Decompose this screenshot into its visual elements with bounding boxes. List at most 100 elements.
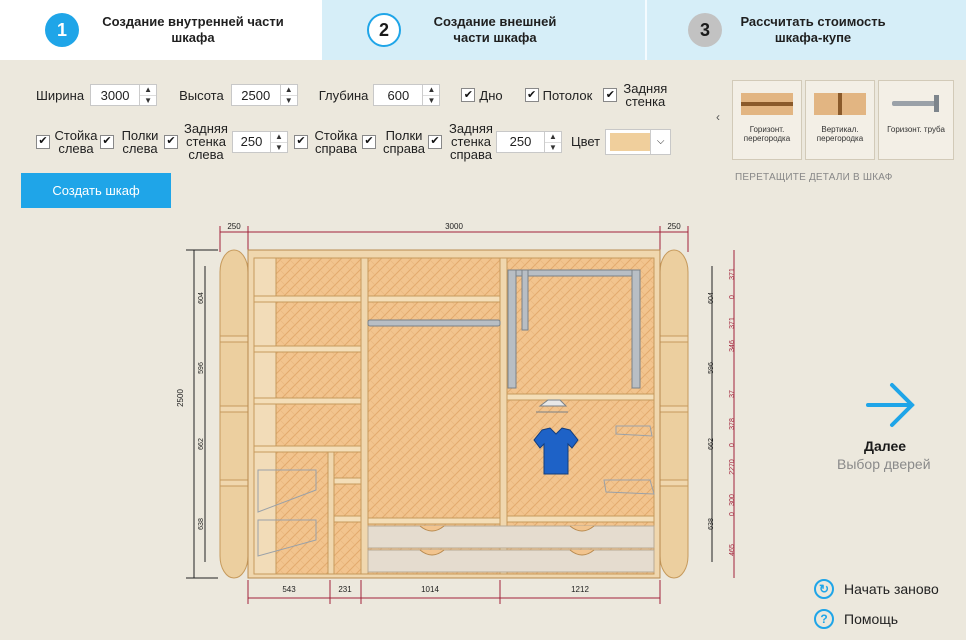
bottom-label: Дно	[479, 87, 503, 103]
step-1-tab[interactable]: 1 Создание внутренней части шкафа	[0, 0, 322, 60]
height-input[interactable]: 2500 ▲▼	[230, 84, 298, 106]
wizard-steps: 1 Создание внутренней части шкафа 2 Созд…	[0, 0, 966, 60]
right-outer-dimension-label: 300	[729, 494, 736, 506]
restart-icon: ↻	[814, 579, 834, 599]
ceiling-label: Потолок	[542, 87, 593, 103]
right-back-wall-input[interactable]: 250 ▲▼	[496, 130, 562, 153]
palette-hint: ПЕРЕТАЩИТЕ ДЕТАЛИ В ШКАФ	[735, 172, 893, 183]
parts-palette: ‹ Горизонт. перегородка Вертикал. перего…	[712, 80, 966, 170]
right-outer-dimension-label: 465	[729, 544, 736, 556]
left-post-label: Стойка слева	[54, 127, 98, 156]
bottom-checkbox[interactable]: ✔	[461, 88, 476, 102]
palette-item-horizontal-rod[interactable]: Горизонт. труба	[878, 80, 954, 160]
step-2-number: 2	[367, 13, 401, 47]
palette-item-vertical-partition[interactable]: Вертикал. перегородка	[805, 80, 875, 160]
left-dimension-label: 604	[198, 292, 205, 304]
right-post-label: Стойка справа	[314, 127, 358, 156]
palette-item-horizontal-partition[interactable]: Горизонт. перегородка	[732, 80, 802, 160]
chevron-left-icon[interactable]: ‹	[716, 110, 720, 124]
horizontal-rod-icon	[892, 95, 939, 112]
shirt-icon	[533, 427, 579, 475]
right-outer-dimension-label: 346	[729, 340, 736, 352]
step-3-tab[interactable]: 3 Рассчитать стоимость шкафа-купе	[647, 0, 966, 60]
left-back-wall-label: Задняя стенка слева	[184, 121, 228, 162]
right-outer-dimension-label: 371	[729, 268, 736, 280]
next-step[interactable]: Далее Выбор дверей	[830, 380, 966, 480]
left-back-wall-input[interactable]: 250 ▲▼	[232, 130, 288, 153]
width-input[interactable]: 3000 ▲▼	[90, 84, 158, 106]
left-back-wall-checkbox[interactable]: ✔	[164, 134, 178, 149]
dimensions-row: Ширина 3000 ▲▼ Высота 2500 ▲▼ Глубина 60…	[36, 82, 669, 108]
right-inner-dimension-label: 662	[708, 438, 715, 450]
next-title: Далее	[864, 438, 907, 454]
step-2-label: Создание внешней части шкафа	[433, 14, 557, 45]
step-1-label: Создание внутренней части шкафа	[102, 14, 284, 45]
step-3-number: 3	[688, 13, 722, 47]
create-cabinet-button[interactable]: Создать шкаф	[21, 173, 171, 208]
bottom-dimension-label: 1014	[421, 585, 439, 594]
total-height-label: 2500	[176, 389, 185, 407]
right-outer-dimension-label: 0	[729, 295, 736, 299]
top-dimension-label: 250	[227, 222, 241, 231]
right-inner-dimension-label: 604	[708, 292, 715, 304]
restart-link[interactable]: ↻ Начать заново	[814, 574, 939, 604]
top-dimension-label: 250	[667, 222, 681, 231]
sections-row: ✔ Стойка слева ✔ Полки слева ✔ Задняя ст…	[36, 121, 672, 162]
restart-label: Начать заново	[844, 581, 939, 597]
left-shelves-label: Полки слева	[121, 127, 159, 156]
help-icon: ?	[814, 609, 834, 629]
left-dimension-label: 662	[198, 438, 205, 450]
right-outer-dimension-label: 0	[729, 512, 736, 516]
right-outer-dimension-label: 371	[729, 317, 736, 329]
help-label: Помощь	[844, 611, 899, 627]
left-shelves-checkbox[interactable]: ✔	[100, 134, 114, 149]
palette-item-label: Вертикал. перегородка	[816, 125, 864, 143]
bottom-dimension-label: 231	[338, 585, 352, 594]
color-select[interactable]: ⌵	[605, 128, 672, 155]
right-back-wall-spinner[interactable]: ▲▼	[544, 131, 561, 152]
help-link[interactable]: ? Помощь	[814, 604, 939, 634]
bottom-dimension-label: 543	[282, 585, 296, 594]
depth-label: Глубина	[318, 87, 369, 103]
arrow-right-icon	[866, 383, 915, 427]
step-2-tab[interactable]: 2 Создание внешней части шкафа	[322, 0, 645, 60]
color-label: Цвет	[571, 134, 601, 149]
depth-spinner[interactable]: ▲▼	[422, 85, 440, 105]
right-shelves-label: Полки справа	[383, 127, 425, 156]
width-label: Ширина	[36, 87, 85, 103]
right-back-wall-label: Задняя стенка справа	[449, 121, 493, 162]
width-spinner[interactable]: ▲▼	[139, 85, 157, 105]
next-subtitle: Выбор дверей	[837, 456, 931, 472]
back-wall-label: Задняя стенка	[623, 81, 668, 109]
palette-item-label: Горизонт. труба	[887, 125, 945, 134]
step-3-label: Рассчитать стоимость шкафа-купе	[740, 14, 886, 45]
back-wall-checkbox[interactable]: ✔	[603, 88, 618, 102]
right-back-wall-checkbox[interactable]: ✔	[428, 134, 442, 149]
bottom-dimension-label: 1212	[571, 585, 589, 594]
left-dimension-label: 596	[198, 362, 205, 374]
step-1-number: 1	[45, 13, 79, 47]
height-label: Высота	[179, 87, 224, 103]
palette-item-label: Горизонт. перегородка	[743, 125, 791, 143]
vertical-partition-icon	[814, 93, 866, 115]
color-swatch	[610, 132, 651, 151]
right-outer-dimension-label: 378	[729, 418, 736, 430]
depth-input[interactable]: 600 ▲▼	[373, 84, 441, 106]
top-dimension-label: 3000	[445, 222, 463, 231]
right-inner-dimension-label: 596	[708, 362, 715, 374]
left-dimension-label: 638	[198, 518, 205, 530]
right-outer-dimension-label: 0	[729, 443, 736, 447]
chevron-down-icon: ⌵	[650, 129, 670, 154]
right-inner-dimension-label: 638	[708, 518, 715, 530]
left-back-wall-spinner[interactable]: ▲▼	[270, 131, 287, 152]
right-outer-dimension-label: 37	[729, 390, 736, 398]
ceiling-checkbox[interactable]: ✔	[524, 88, 539, 102]
height-spinner[interactable]: ▲▼	[279, 85, 297, 105]
left-post-checkbox[interactable]: ✔	[36, 134, 50, 149]
right-shelves-checkbox[interactable]: ✔	[362, 134, 376, 149]
footer-links: ↻ Начать заново ? Помощь	[814, 574, 939, 634]
horizontal-partition-icon	[741, 93, 793, 115]
right-post-checkbox[interactable]: ✔	[294, 134, 308, 149]
right-outer-dimension-label: 2270	[729, 459, 736, 475]
